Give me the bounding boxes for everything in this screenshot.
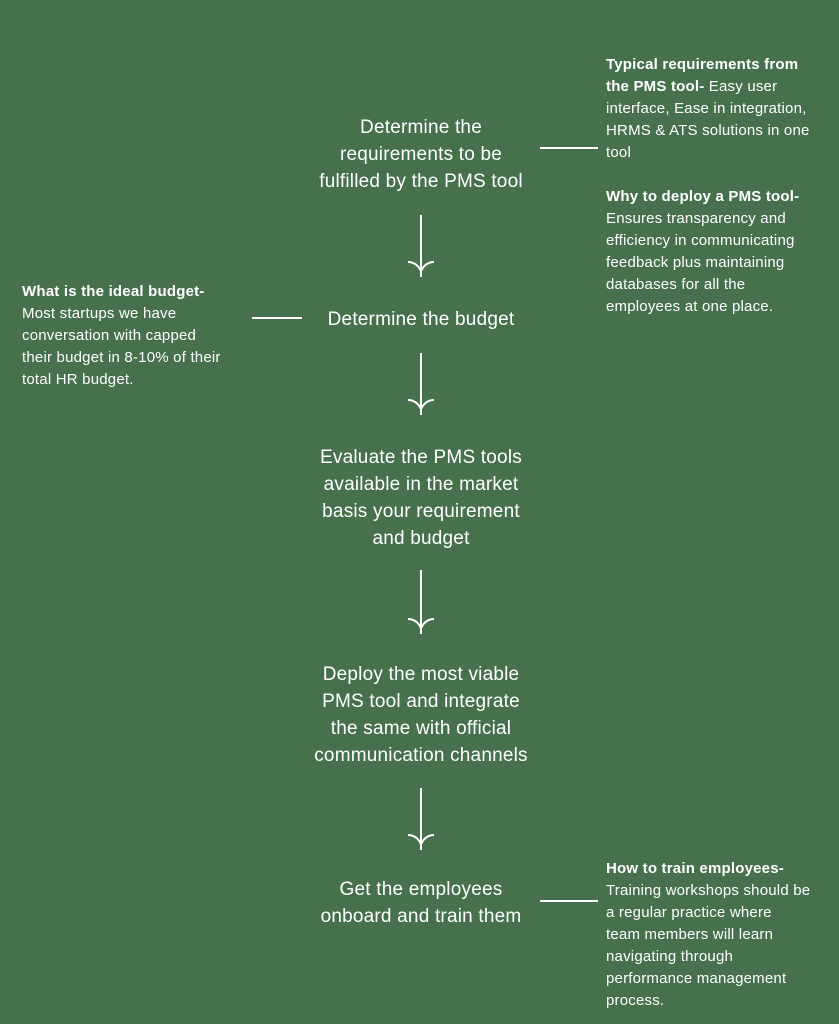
annotation-left-budget: What is the ideal budget- Most startups … bbox=[22, 259, 262, 413]
annotation-heading-typical-requirements: Typical requirements from the PMS tool- bbox=[606, 56, 799, 95]
annotation-heading-ideal-budget: What is the ideal budget- bbox=[22, 283, 205, 300]
arrow-down-icon bbox=[405, 214, 437, 284]
connector-line-step5-right bbox=[540, 900, 598, 902]
annotation-right-top: Typical requirements from the PMS tool- … bbox=[606, 32, 839, 340]
connector-line-step1-right bbox=[540, 147, 598, 149]
annotation-heading-why-deploy: Why to deploy a PMS tool- bbox=[606, 188, 800, 205]
flow-step-determine-budget: Determine the budget bbox=[327, 309, 515, 330]
flow-step-onboard-employees: Get the employees onboard and train them bbox=[320, 879, 522, 927]
annotation-paragraph: What is the ideal budget- Most startups … bbox=[22, 281, 262, 391]
annotation-paragraph: Why to deploy a PMS tool- Ensures transp… bbox=[606, 186, 839, 318]
arrow-down-icon bbox=[405, 569, 437, 641]
flow-step-determine-requirements: Determine the requirements to be fulfill… bbox=[319, 117, 523, 192]
annotation-body: Easy user interface, Ease in integration… bbox=[606, 78, 810, 161]
annotation-paragraph: How to train employees- Training worksho… bbox=[606, 858, 839, 1012]
annotation-right-bottom: How to train employees- Training worksho… bbox=[606, 836, 839, 1024]
arrow-down-icon bbox=[405, 787, 437, 857]
annotation-body: Most startups we have conversation with … bbox=[22, 305, 221, 388]
flow-step-deploy-tool: Deploy the most viable PMS tool and inte… bbox=[314, 664, 528, 766]
annotation-heading-train-employees: How to train employees- bbox=[606, 860, 784, 877]
connector-line-step2-left bbox=[252, 317, 302, 319]
arrow-down-icon bbox=[405, 352, 437, 422]
flow-step-evaluate-tools: Evaluate the PMS tools available in the … bbox=[320, 447, 522, 549]
annotation-body: Training workshops should be a regular p… bbox=[606, 882, 811, 1009]
annotation-body: Ensures transparency and efficiency in c… bbox=[606, 210, 795, 315]
annotation-paragraph: Typical requirements from the PMS tool- … bbox=[606, 54, 839, 164]
